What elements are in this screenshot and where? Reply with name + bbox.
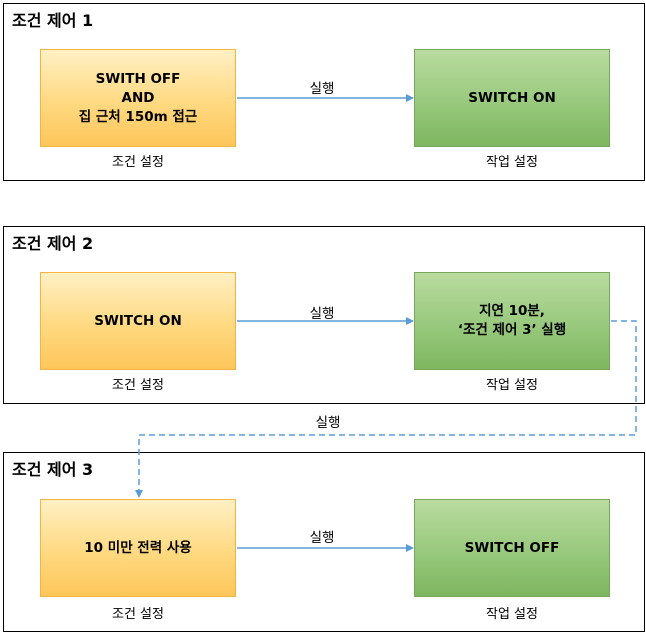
condition-box[interactable]: 10 미만 전력 사용 (40, 499, 236, 597)
arrow-label: 실행 (309, 81, 335, 97)
condition-caption: 조건 설정 (112, 607, 164, 622)
action-caption: 작업 설정 (486, 378, 538, 393)
action-caption: 작업 설정 (486, 607, 538, 622)
condition-caption: 조건 설정 (112, 378, 164, 393)
condition-box[interactable]: SWITCH ON (40, 272, 236, 370)
link-arrow-label: 실행 (315, 415, 341, 431)
dashed-link-arrow (135, 320, 637, 498)
panel-title: 조건 제어 3 (12, 460, 94, 479)
arrow-label: 실행 (309, 530, 335, 546)
panel-title: 조건 제어 1 (12, 11, 94, 30)
condition-caption: 조건 설정 (112, 155, 164, 170)
arrow-label: 실행 (309, 306, 335, 322)
panel-title: 조건 제어 2 (12, 234, 94, 253)
action-box[interactable]: SWITCH ON (414, 49, 610, 147)
action-caption: 작업 설정 (486, 155, 538, 170)
condition-box[interactable]: SWITH OFF AND 집 근처 150m 접근 (40, 49, 236, 147)
action-box[interactable]: 지연 10분, ‘조건 제어 3’ 실행 (414, 272, 610, 370)
action-box[interactable]: SWITCH OFF (414, 499, 610, 597)
